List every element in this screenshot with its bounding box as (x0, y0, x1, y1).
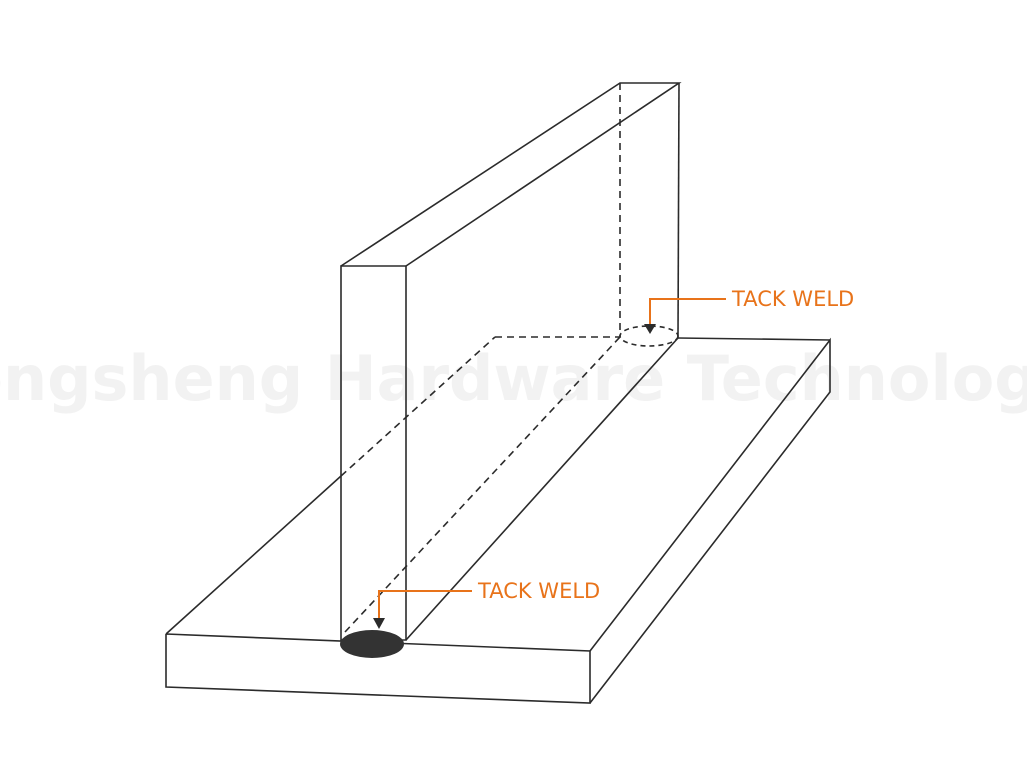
tack-weld-front (340, 630, 404, 658)
top-weld-label: TACK WELD (731, 287, 854, 311)
bottom-weld-label: TACK WELD (477, 579, 600, 603)
base-plate (165, 336, 831, 704)
top-weld-callout: TACK WELD (644, 287, 854, 334)
arrowhead-icon (373, 618, 385, 629)
bottom-weld-callout: TACK WELD (373, 579, 600, 629)
upright-plate (340, 82, 682, 641)
arrowhead-icon (644, 324, 656, 334)
watermark: Longsheng Hardware Technology (0, 342, 1027, 415)
tack-weld-back-hidden (619, 325, 679, 347)
